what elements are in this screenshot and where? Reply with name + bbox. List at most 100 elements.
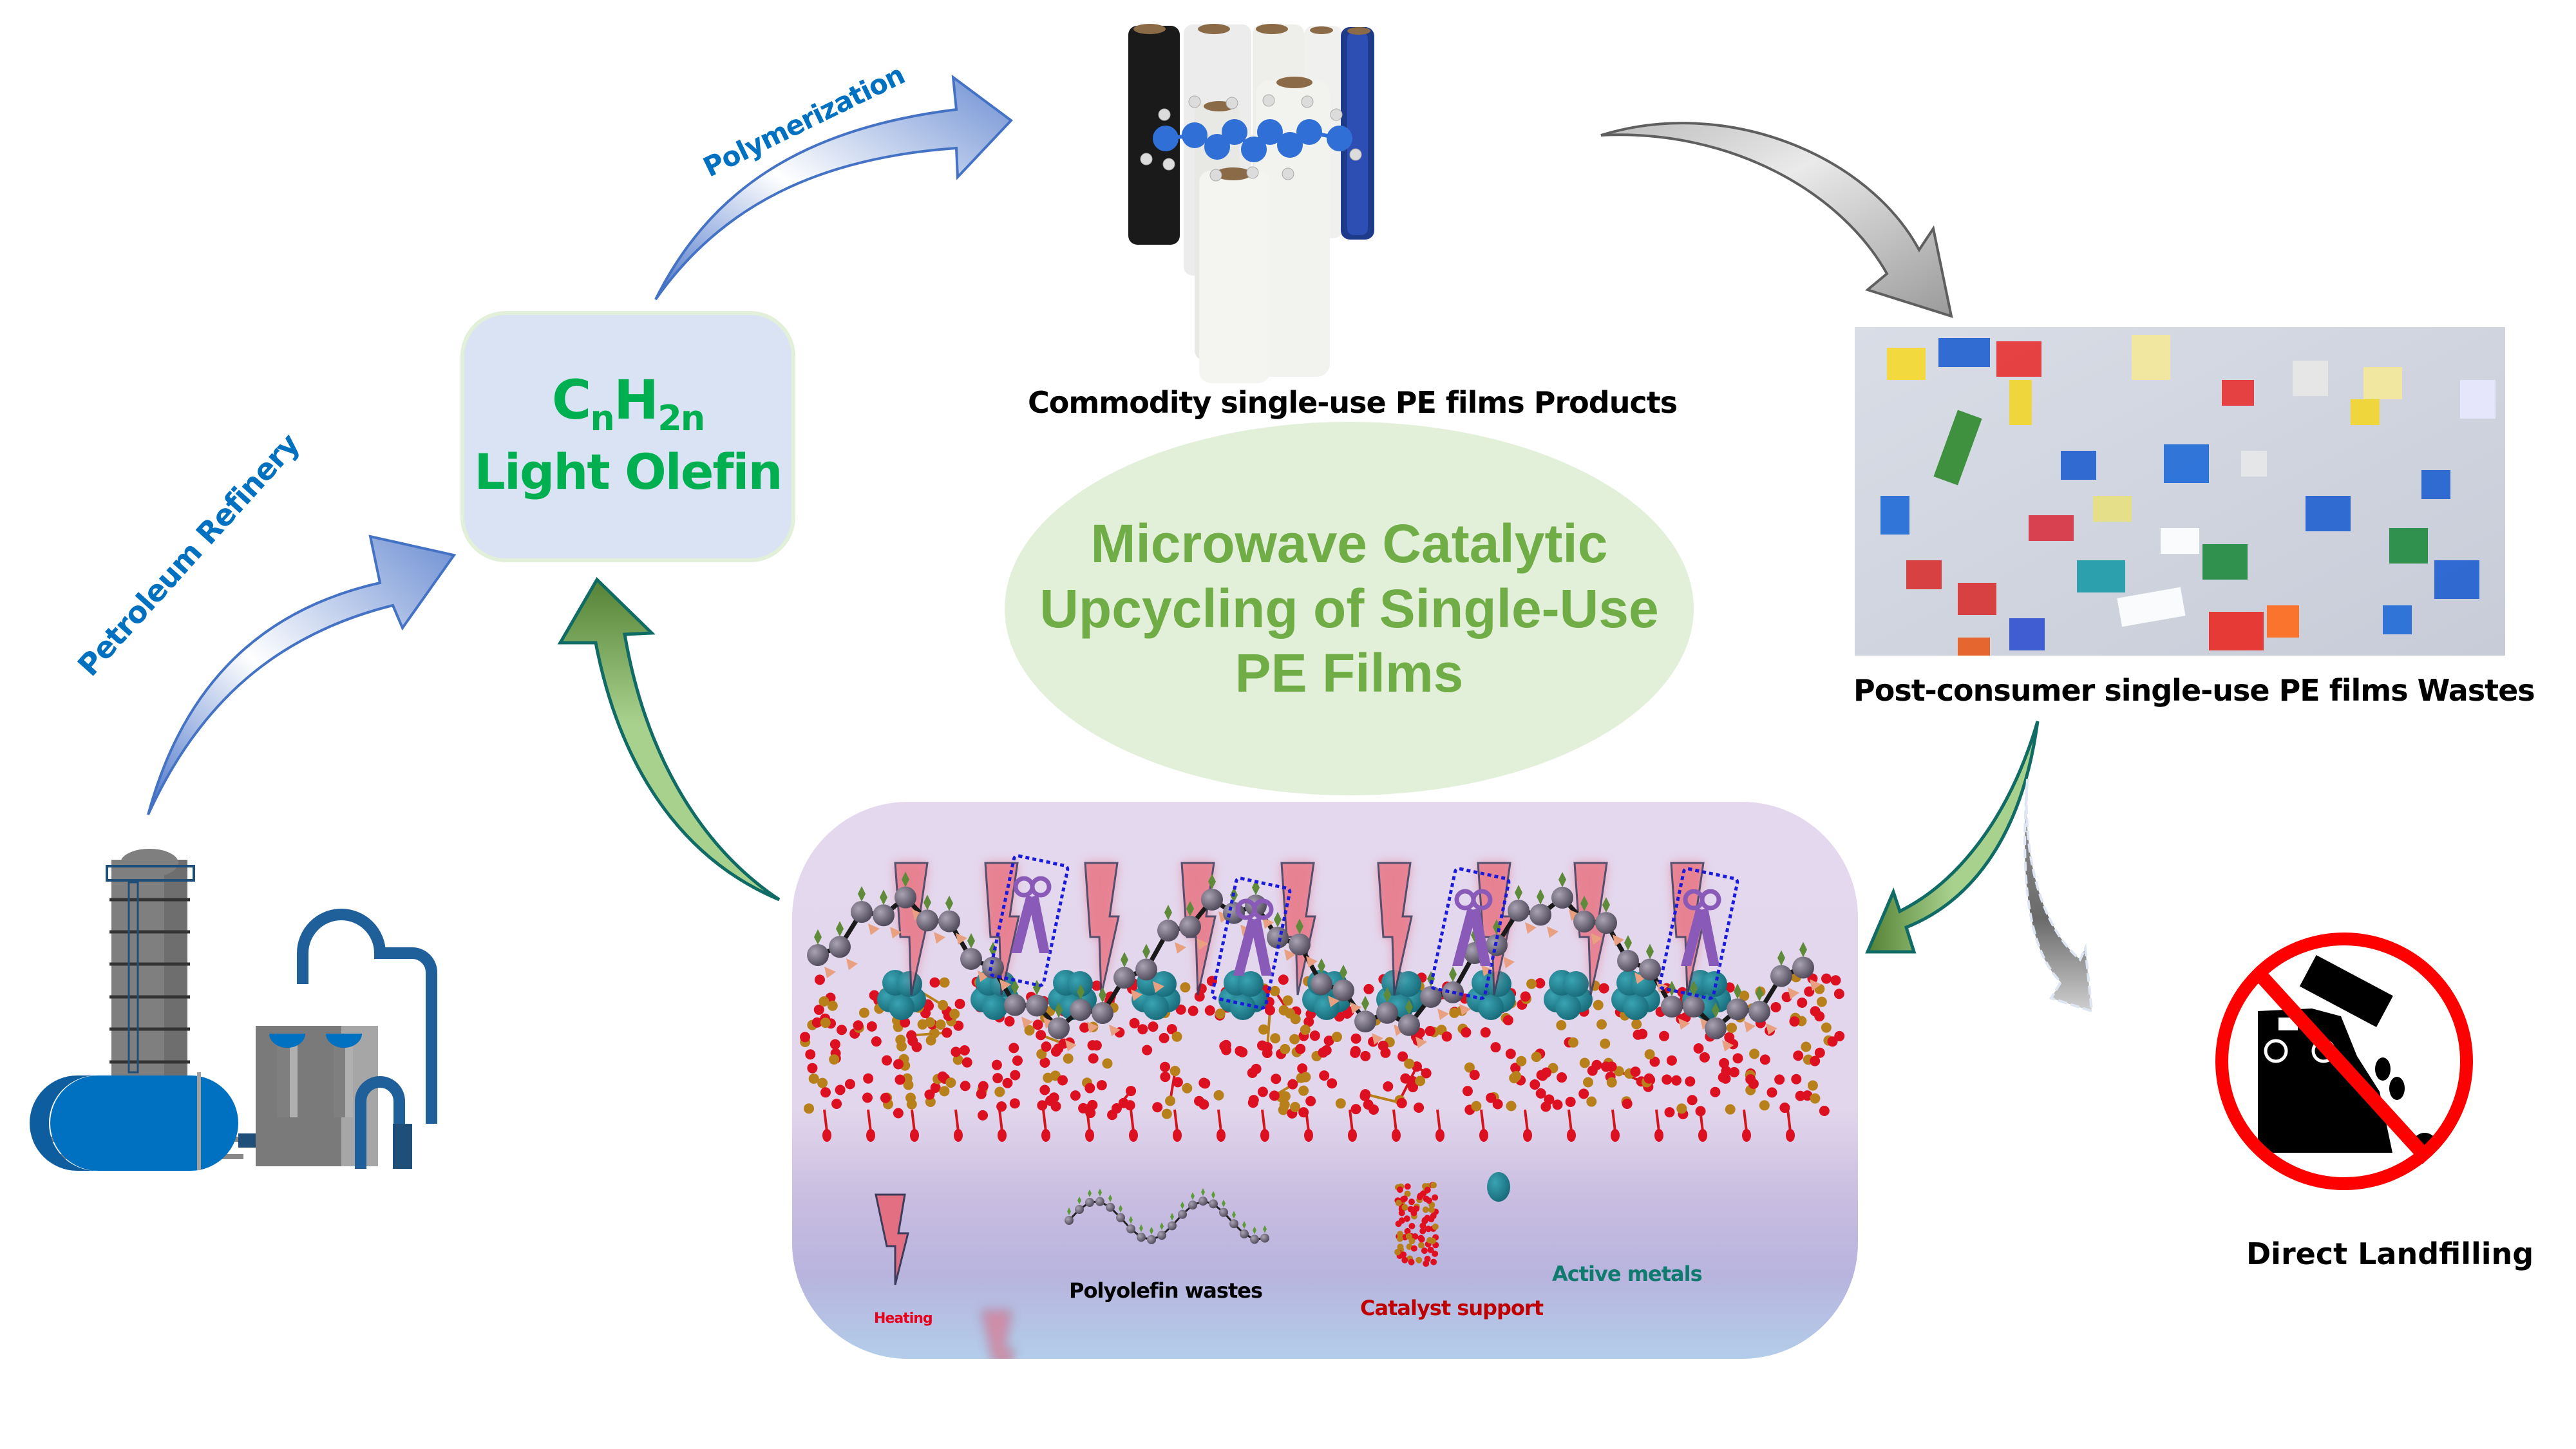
cleavage-box xyxy=(988,854,1070,987)
carbon-atom xyxy=(1065,1216,1074,1225)
lattice-atom xyxy=(1039,1057,1050,1068)
carbon-atom xyxy=(1595,912,1617,934)
formula-hydrogen-subscript: 2n xyxy=(658,398,705,439)
hydrogen-atom xyxy=(1139,1224,1143,1233)
lattice-atom xyxy=(804,1103,815,1114)
lattice-atom xyxy=(1810,1006,1821,1017)
lattice-atom xyxy=(1269,1090,1280,1101)
scissors-handle xyxy=(1471,889,1493,911)
lattice-bond xyxy=(1743,1109,1748,1132)
lattice-atom xyxy=(827,1000,838,1011)
lattice-atom xyxy=(1397,1244,1404,1251)
lattice-atom xyxy=(1221,1045,1232,1056)
carbon-atom xyxy=(1178,1209,1187,1219)
lattice-atom xyxy=(945,1077,956,1088)
lattice-atom xyxy=(1170,1066,1180,1077)
lattice-atom xyxy=(1748,1078,1759,1089)
recycle-arrow xyxy=(557,576,781,902)
lattice-atom xyxy=(1422,1206,1429,1213)
lattice-atom xyxy=(1526,978,1537,989)
carbon-atom xyxy=(1188,1200,1197,1210)
lattice-atom xyxy=(1323,1036,1334,1046)
lattice-atom xyxy=(1280,1043,1291,1054)
carbon-atom xyxy=(1085,1198,1094,1208)
metal-atom xyxy=(896,971,922,997)
hydrogen-atom xyxy=(1537,889,1544,905)
lattice-atom xyxy=(895,1074,905,1085)
hydrogen-atom xyxy=(1810,979,1821,991)
hydrogen-atom xyxy=(1197,938,1208,950)
lattice-atom xyxy=(1257,1086,1268,1097)
carbon-atom xyxy=(1106,1202,1115,1212)
carbon-atom xyxy=(1376,1001,1398,1024)
hydrogen-atom xyxy=(956,933,967,945)
lattice-atom xyxy=(1235,1045,1245,1056)
lattice-atom xyxy=(1830,975,1841,986)
lattice-atom xyxy=(994,1086,1005,1097)
lattice-atom xyxy=(1084,1083,1095,1094)
lattice-atom xyxy=(1587,1065,1598,1076)
lattice-bond xyxy=(1173,1109,1179,1132)
carbon-atom xyxy=(851,900,873,923)
no-landfill-icon xyxy=(2215,933,2473,1190)
lattice-atom xyxy=(1327,1078,1338,1089)
scissors-blade xyxy=(1250,917,1272,976)
hydrogen-atom xyxy=(1525,922,1537,934)
lattice-atom xyxy=(1360,1050,1371,1061)
hydrogen-atom xyxy=(1306,956,1318,968)
hydrogen-atom xyxy=(902,871,909,887)
metal-atom xyxy=(1230,994,1256,1020)
hydrogen-atom xyxy=(1296,918,1303,934)
lattice-atom xyxy=(1182,1083,1193,1094)
lattice-atom xyxy=(1833,989,1844,999)
hydrogen-atom xyxy=(1318,958,1325,974)
lattice-atom xyxy=(1541,1067,1552,1078)
lattice-atom xyxy=(978,1081,989,1092)
hydrogen-atom xyxy=(1437,1008,1449,1020)
lattice-atom xyxy=(1535,1088,1546,1099)
upcycle-arrow xyxy=(1865,721,2040,954)
hydrogen-atom xyxy=(1011,979,1019,995)
lattice-atom xyxy=(1045,1095,1056,1106)
heating-bolt-icon xyxy=(1084,862,1120,996)
lattice-atom xyxy=(1786,1129,1795,1142)
hydrogen-atom xyxy=(945,895,953,911)
lattice-atom xyxy=(1350,1033,1361,1044)
lattice-atom xyxy=(1490,1042,1501,1053)
lattice-atom xyxy=(1407,1082,1418,1093)
lattice-atom xyxy=(1687,1095,1698,1106)
olefin-label: Light Olefin xyxy=(474,443,782,501)
lattice-atom xyxy=(1262,1047,1273,1058)
lattice-atom xyxy=(1480,1027,1491,1038)
lattice-atom xyxy=(1304,1129,1313,1142)
lattice-atom xyxy=(1297,1063,1308,1074)
hydrogen-atom xyxy=(1646,943,1654,960)
carbon-atom xyxy=(1048,1017,1070,1039)
scissors-blade xyxy=(1233,917,1258,976)
carbon-atom xyxy=(1229,1219,1238,1229)
hydrogen-atom xyxy=(1252,880,1260,896)
lattice-atom xyxy=(1427,1246,1434,1253)
lattice-atom xyxy=(1298,1085,1309,1096)
hydrogen-atom xyxy=(1087,1021,1099,1034)
lattice-atom xyxy=(1050,1046,1061,1057)
hydrogen-atom xyxy=(1350,1001,1361,1014)
hydrogen-atom xyxy=(1744,1021,1756,1033)
hydrogen-atom xyxy=(1131,989,1142,1001)
lattice-bond xyxy=(998,1109,1003,1132)
catalyst-scene xyxy=(800,854,1845,1359)
carbon-atom xyxy=(807,944,829,966)
lattice-atom xyxy=(1502,1015,1513,1026)
lattice-atom xyxy=(1598,983,1609,994)
lattice-atom xyxy=(939,977,950,988)
hydrogen-atom xyxy=(1678,1018,1690,1030)
lattice-atom xyxy=(1630,1066,1641,1077)
carbon-atom xyxy=(829,936,851,958)
lattice-atom xyxy=(1535,978,1546,989)
lattice-bond xyxy=(867,1109,872,1132)
lattice-atom xyxy=(1287,1079,1298,1090)
metal-atom xyxy=(982,994,1008,1020)
lattice-atom xyxy=(1435,1129,1444,1142)
lattice-atom xyxy=(829,1039,840,1050)
lattice-atom xyxy=(939,1086,950,1097)
